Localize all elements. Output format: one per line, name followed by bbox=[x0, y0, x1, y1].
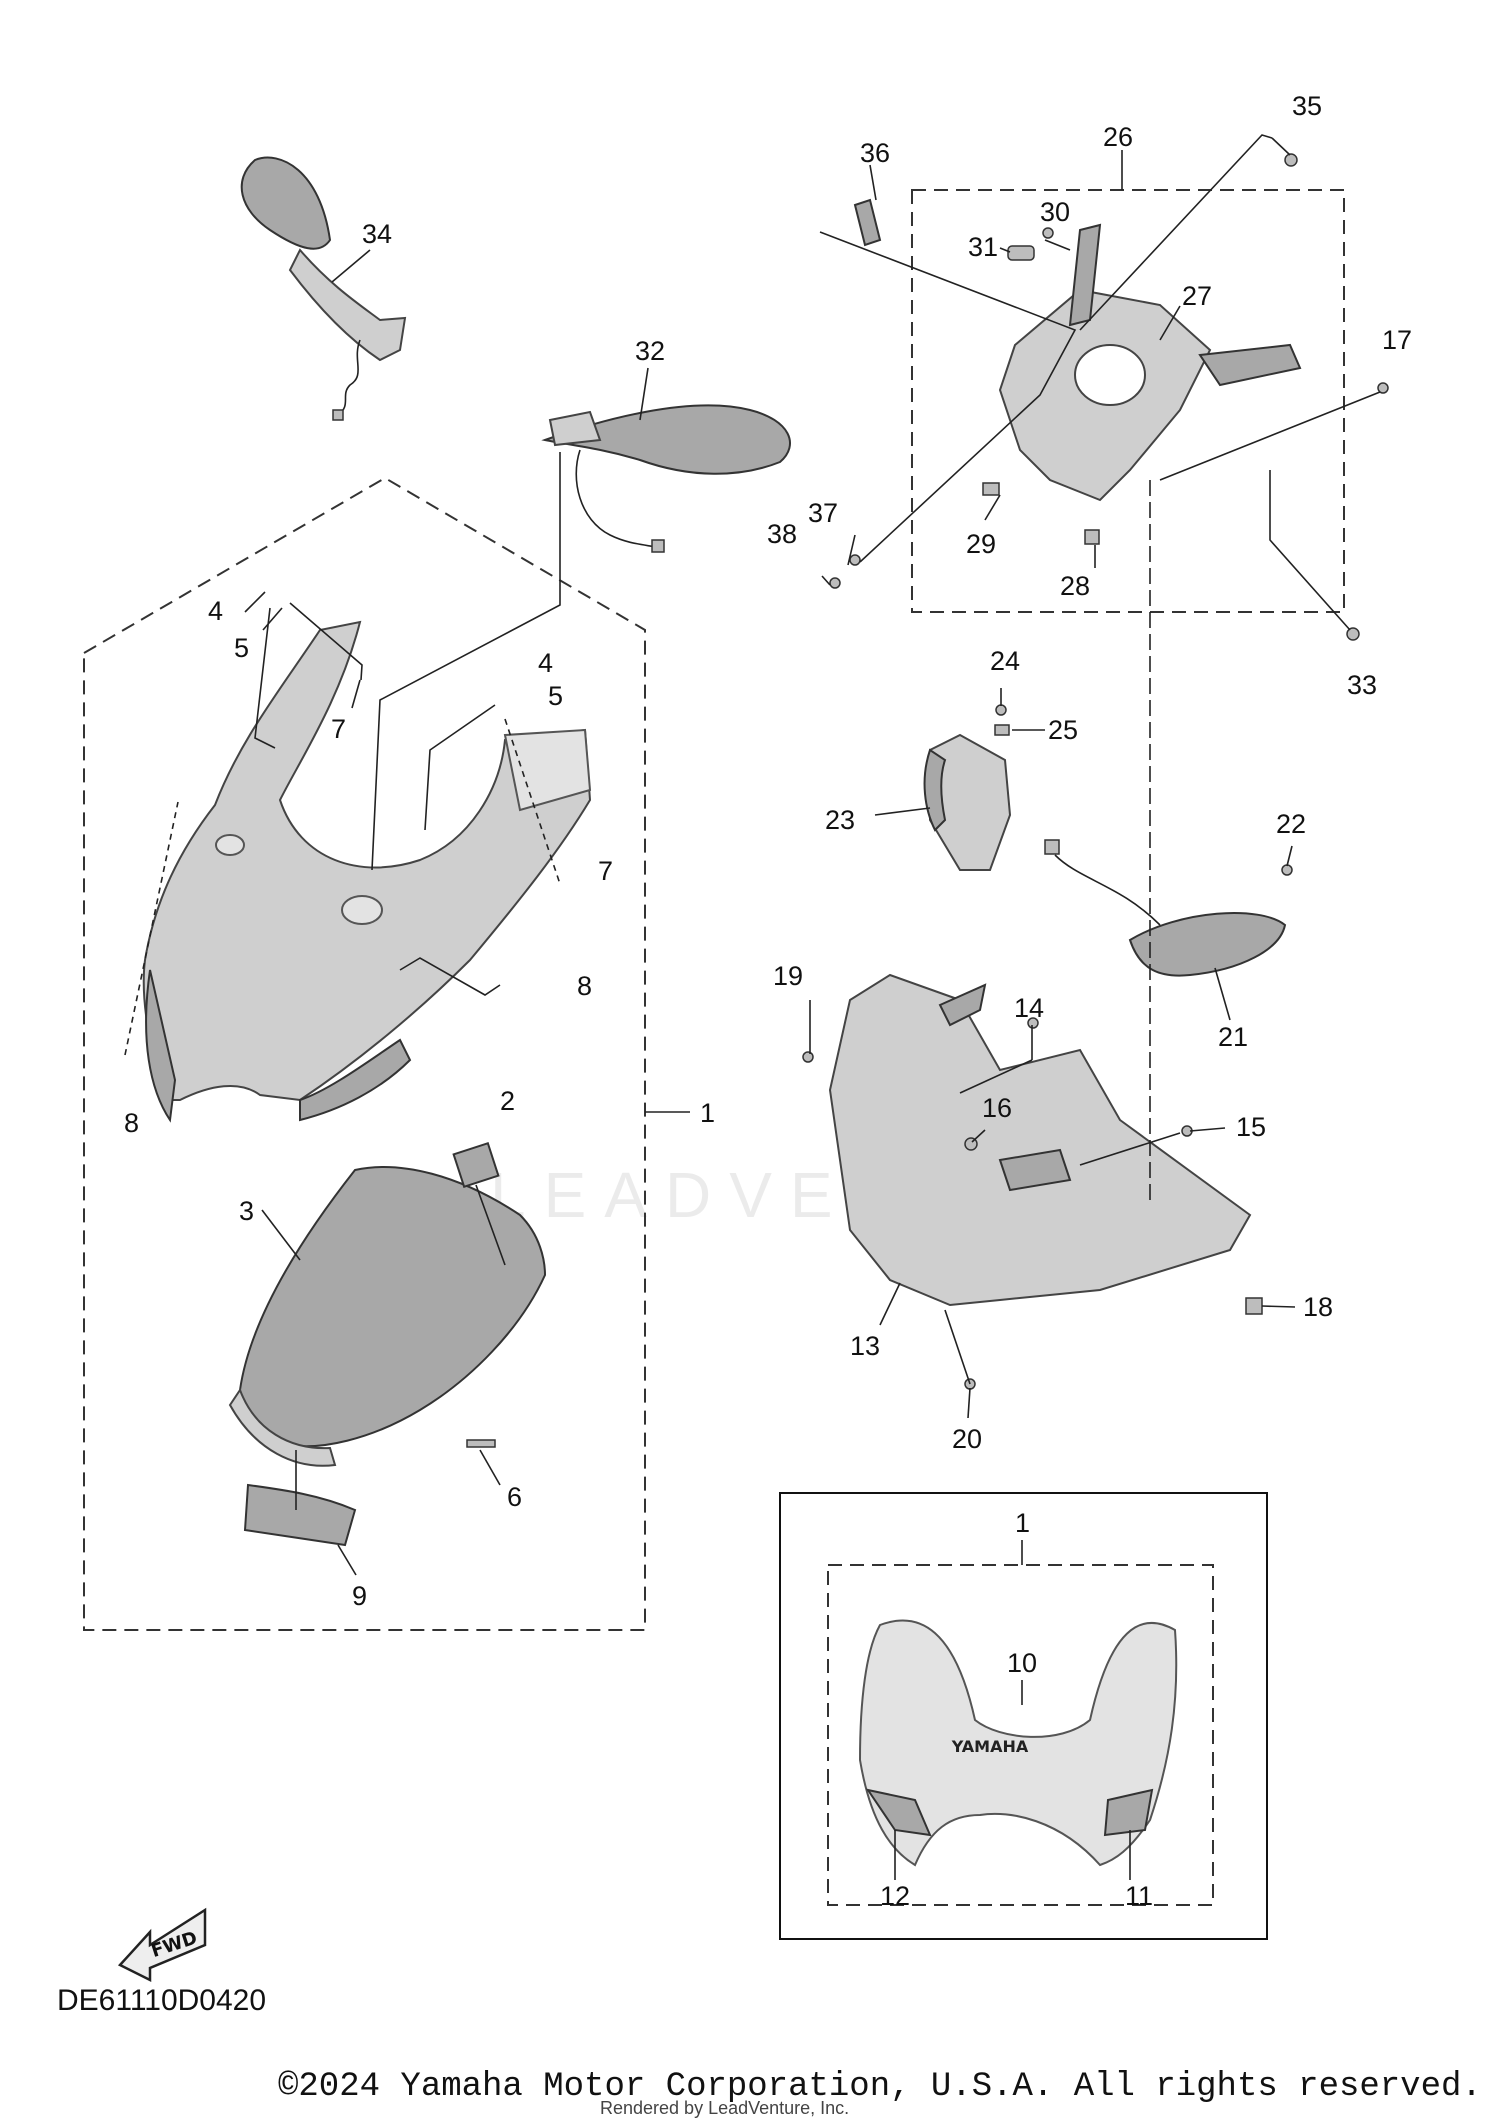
callout-15[interactable]: 15 bbox=[1236, 1112, 1266, 1142]
group-26-dashed-box bbox=[911, 189, 1345, 613]
callout-37[interactable]: 37 bbox=[808, 498, 838, 528]
bolt-14[interactable] bbox=[1027, 1017, 1039, 1029]
callout-35[interactable]: 35 bbox=[1292, 91, 1322, 121]
bolt-37[interactable] bbox=[849, 554, 861, 566]
callout-8-right[interactable]: 8 bbox=[577, 971, 592, 1001]
windshield-3[interactable] bbox=[228, 1166, 547, 1467]
emblem-2[interactable] bbox=[452, 1142, 500, 1188]
bolt-17[interactable] bbox=[1377, 382, 1389, 394]
callout-34[interactable]: 34 bbox=[362, 219, 392, 249]
callout-7-right[interactable]: 7 bbox=[598, 856, 613, 886]
callout-32[interactable]: 32 bbox=[635, 336, 665, 366]
callout-5-right[interactable]: 5 bbox=[548, 681, 563, 711]
callout-1-main[interactable]: 1 bbox=[700, 1098, 715, 1128]
copyright-notice: ©2024 Yamaha Motor Corporation, U.S.A. A… bbox=[278, 2068, 1482, 2106]
bolt-22[interactable] bbox=[1281, 864, 1293, 876]
callout-2[interactable]: 2 bbox=[500, 1086, 515, 1116]
callout-25[interactable]: 25 bbox=[1048, 715, 1078, 745]
callout-21[interactable]: 21 bbox=[1218, 1022, 1248, 1052]
callout-28[interactable]: 28 bbox=[1060, 571, 1090, 601]
callout-1-inset[interactable]: 1 bbox=[1015, 1508, 1030, 1538]
leader-lines bbox=[124, 134, 1381, 1880]
cowling-stay-13[interactable] bbox=[828, 973, 1252, 1307]
callout-30[interactable]: 30 bbox=[1040, 197, 1070, 227]
callout-5-left[interactable]: 5 bbox=[234, 633, 249, 663]
seal-6[interactable] bbox=[466, 1439, 496, 1448]
callout-38[interactable]: 38 bbox=[767, 519, 797, 549]
callout-9[interactable]: 9 bbox=[352, 1581, 367, 1611]
headlight-23[interactable] bbox=[923, 733, 1012, 871]
yamaha-logo-on-cowl: YAMAHA bbox=[951, 1737, 1029, 1756]
inset-solid-box bbox=[779, 1492, 1268, 1940]
callout-27[interactable]: 27 bbox=[1182, 281, 1212, 311]
meter-stay-27[interactable] bbox=[998, 223, 1302, 502]
nut-33[interactable] bbox=[1346, 627, 1360, 641]
diagram-code: DE61110D0420 bbox=[57, 1984, 267, 2017]
position-light-21[interactable] bbox=[1044, 839, 1287, 977]
callout-33[interactable]: 33 bbox=[1347, 670, 1377, 700]
bolt-19[interactable] bbox=[802, 1051, 814, 1063]
rendered-by-note: Rendered by LeadVenture, Inc. bbox=[600, 2098, 850, 2118]
mirror-34[interactable] bbox=[240, 156, 407, 421]
bolt-30[interactable] bbox=[1042, 227, 1054, 239]
callout-19[interactable]: 19 bbox=[773, 961, 803, 991]
grommet-18[interactable] bbox=[1245, 1297, 1263, 1315]
nut-29[interactable] bbox=[982, 482, 1000, 496]
callout-4-left[interactable]: 4 bbox=[208, 596, 223, 626]
callout-18[interactable]: 18 bbox=[1303, 1292, 1333, 1322]
clip-25[interactable] bbox=[994, 724, 1010, 736]
damper-31[interactable] bbox=[1007, 245, 1035, 261]
callout-16[interactable]: 16 bbox=[982, 1093, 1012, 1123]
inset-cowl-1 bbox=[858, 1619, 1178, 1867]
garnish-9[interactable] bbox=[243, 1483, 357, 1547]
callout-17[interactable]: 17 bbox=[1382, 325, 1412, 355]
fwd-arrow-icon bbox=[117, 1907, 207, 1983]
callout-24[interactable]: 24 bbox=[990, 646, 1020, 676]
callout-13[interactable]: 13 bbox=[850, 1331, 880, 1361]
callout-4-right[interactable]: 4 bbox=[538, 648, 553, 678]
callout-31[interactable]: 31 bbox=[968, 232, 998, 262]
callout-29[interactable]: 29 bbox=[966, 529, 996, 559]
bolt-38[interactable] bbox=[829, 577, 841, 589]
fastener-35[interactable] bbox=[1284, 153, 1298, 167]
callout-7-left[interactable]: 7 bbox=[331, 714, 346, 744]
callout-8-left[interactable]: 8 bbox=[124, 1108, 139, 1138]
callout-20[interactable]: 20 bbox=[952, 1424, 982, 1454]
bolt-24[interactable] bbox=[995, 704, 1007, 716]
nut-28[interactable] bbox=[1084, 529, 1100, 545]
callout-36[interactable]: 36 bbox=[860, 138, 890, 168]
callout-11[interactable]: 11 bbox=[1125, 1881, 1153, 1911]
side-light-32[interactable] bbox=[541, 404, 791, 553]
bracket-36[interactable] bbox=[853, 198, 882, 247]
callout-10[interactable]: 10 bbox=[1007, 1648, 1037, 1678]
callout-12[interactable]: 12 bbox=[880, 1881, 910, 1911]
callout-3[interactable]: 3 bbox=[239, 1196, 254, 1226]
inset-dashed-box bbox=[827, 1564, 1214, 1906]
callout-14[interactable]: 14 bbox=[1014, 993, 1044, 1023]
callout-6[interactable]: 6 bbox=[507, 1482, 522, 1512]
upper-cowl-1[interactable] bbox=[142, 620, 592, 1123]
callout-26[interactable]: 26 bbox=[1103, 122, 1133, 152]
callout-23[interactable]: 23 bbox=[825, 805, 855, 835]
group-1-dashed-outline bbox=[83, 476, 646, 1631]
callout-22[interactable]: 22 bbox=[1276, 809, 1306, 839]
